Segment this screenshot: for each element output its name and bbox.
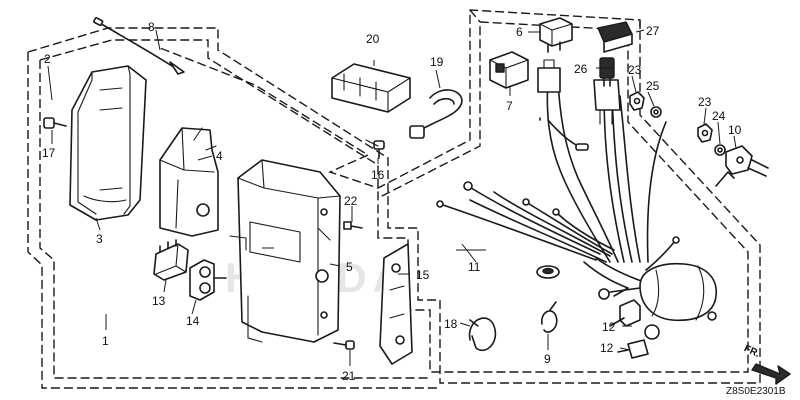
part-23-nut-lower <box>697 123 713 143</box>
part-12-connector-upper <box>609 299 641 327</box>
callout-1: 1 <box>102 334 109 348</box>
part-15-gasket <box>379 243 413 365</box>
callout-27: 27 <box>646 24 660 38</box>
callout-24: 24 <box>712 109 726 123</box>
callout-2: 2 <box>44 52 51 66</box>
diagram-code: Z8S0E2301B <box>726 386 786 397</box>
callout-15: 15 <box>416 268 430 282</box>
part-22-bolt <box>343 221 363 230</box>
callout-10: 10 <box>728 123 742 137</box>
part-17-bolt <box>43 117 67 129</box>
part-3-cover <box>69 65 147 221</box>
leader-lines <box>47 29 737 366</box>
part-12-connector-lower <box>617 324 660 359</box>
callout-16: 16 <box>371 168 385 182</box>
part-4-bracket <box>159 127 219 237</box>
part-6-relay <box>539 17 573 53</box>
part-18-clip <box>468 317 497 351</box>
part-25-washer <box>650 106 662 118</box>
callout-12-lower: 12 <box>600 341 614 355</box>
callout-labels: 2 8 4 3 5 17 1 20 19 16 22 21 15 11 13 1… <box>42 20 742 383</box>
starter-solenoid <box>598 262 717 322</box>
callout-12-upper: 12 <box>602 320 616 334</box>
part-14-switch <box>189 259 227 301</box>
callout-23-lower: 23 <box>698 95 712 109</box>
part-21-bolt <box>333 340 355 350</box>
callout-26: 26 <box>574 62 588 76</box>
callout-11: 11 <box>468 260 481 274</box>
callout-9: 9 <box>544 352 551 366</box>
callout-13: 13 <box>152 294 166 308</box>
front-label: FR. <box>742 343 761 360</box>
callout-14: 14 <box>186 314 200 328</box>
part-13-switch <box>153 239 189 281</box>
part-23-nut-upper <box>629 91 645 111</box>
assembly-boundary <box>27 9 761 389</box>
callout-6: 6 <box>516 25 523 39</box>
front-direction-arrow: FR. <box>742 343 791 385</box>
part-7-connector <box>489 51 529 89</box>
callout-25: 25 <box>646 79 660 93</box>
part-16-bolt <box>365 139 385 159</box>
part-20-grommet <box>331 63 411 113</box>
callout-8: 8 <box>148 20 155 34</box>
callout-7: 7 <box>506 99 513 113</box>
part-5-control-box <box>229 159 341 343</box>
part-24-washer <box>714 144 726 156</box>
callout-17: 17 <box>42 146 56 160</box>
part-11-harness <box>436 77 680 297</box>
grommet-small <box>536 265 560 279</box>
callout-4: 4 <box>216 149 223 163</box>
callout-3: 3 <box>96 232 103 246</box>
part-harness-connectors <box>537 59 621 125</box>
callout-19: 19 <box>430 55 444 69</box>
callout-18: 18 <box>444 317 458 331</box>
callout-23-upper: 23 <box>628 63 642 77</box>
callout-20: 20 <box>366 32 380 46</box>
part-10-terminal <box>715 145 769 187</box>
part-27-fuse-cover <box>597 21 633 53</box>
callout-21: 21 <box>342 369 356 383</box>
callout-5: 5 <box>346 260 353 274</box>
part-8-cable <box>93 17 185 75</box>
part-19-clamp <box>409 89 463 139</box>
part-9-clip <box>541 301 558 333</box>
callout-22: 22 <box>344 194 358 208</box>
